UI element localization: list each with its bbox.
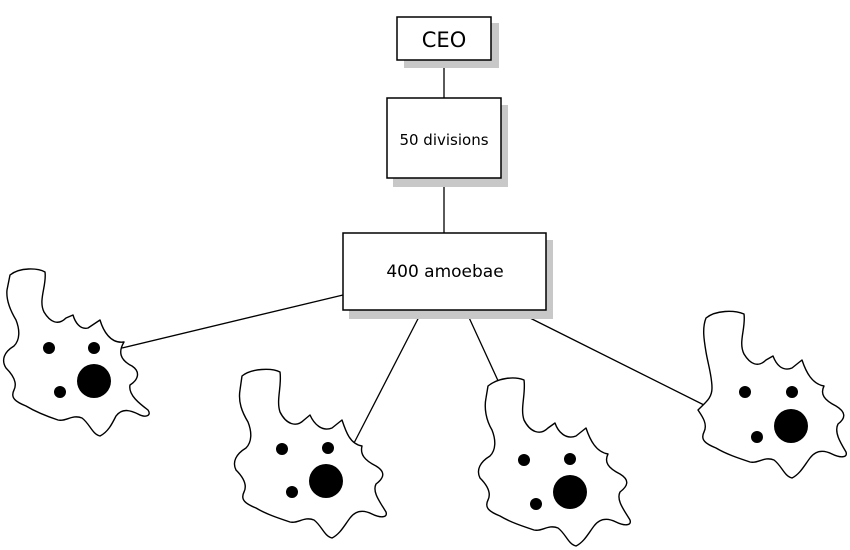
amoebae-box xyxy=(342,232,547,311)
amoeba-4 xyxy=(697,310,847,479)
connectors xyxy=(121,60,711,446)
amoeba-dot xyxy=(54,386,66,398)
amoeba-nucleus xyxy=(309,464,343,498)
ceo-node: CEO xyxy=(396,16,499,68)
connector-amoebae-amoeba-4 xyxy=(515,310,711,409)
amoeba-dot xyxy=(530,498,542,510)
amoeba-2 xyxy=(233,368,387,539)
connector-amoebae-amoeba-2 xyxy=(352,310,423,446)
amoeba-dot xyxy=(322,442,334,454)
amoeba-dot xyxy=(751,431,763,443)
amoeba-dot xyxy=(276,443,288,455)
divisions-box xyxy=(386,97,502,179)
amoeba-nucleus xyxy=(774,409,808,443)
amoeba-dot xyxy=(564,453,576,465)
divisions-label: 50 divisions xyxy=(399,131,488,149)
amoeba-dot xyxy=(88,342,100,354)
divisions-node: 50 divisions xyxy=(386,97,508,187)
amoeba-dot xyxy=(286,486,298,498)
amoeba-dot xyxy=(518,454,530,466)
connector-amoebae-amoeba-3 xyxy=(465,310,501,386)
amoebae-label: 400 amoebae xyxy=(386,262,503,282)
amoeba-body xyxy=(2,268,150,437)
amoebae-node: 400 amoebae xyxy=(342,232,553,319)
ceo-label: CEO xyxy=(422,28,466,52)
amoeba-body xyxy=(233,368,387,539)
amoeba-nucleus xyxy=(77,364,111,398)
amoeba-body xyxy=(697,310,847,479)
amoeba-3 xyxy=(477,377,631,547)
ceo-box xyxy=(396,16,492,61)
amoeba-dot xyxy=(43,342,55,354)
amoeba-dot xyxy=(739,386,751,398)
amoeba-dot xyxy=(786,386,798,398)
amoeba-body xyxy=(477,377,631,547)
amoeba-1 xyxy=(2,268,150,437)
connector-amoebae-amoeba-1 xyxy=(121,294,344,349)
amoeba-nucleus xyxy=(553,475,587,509)
